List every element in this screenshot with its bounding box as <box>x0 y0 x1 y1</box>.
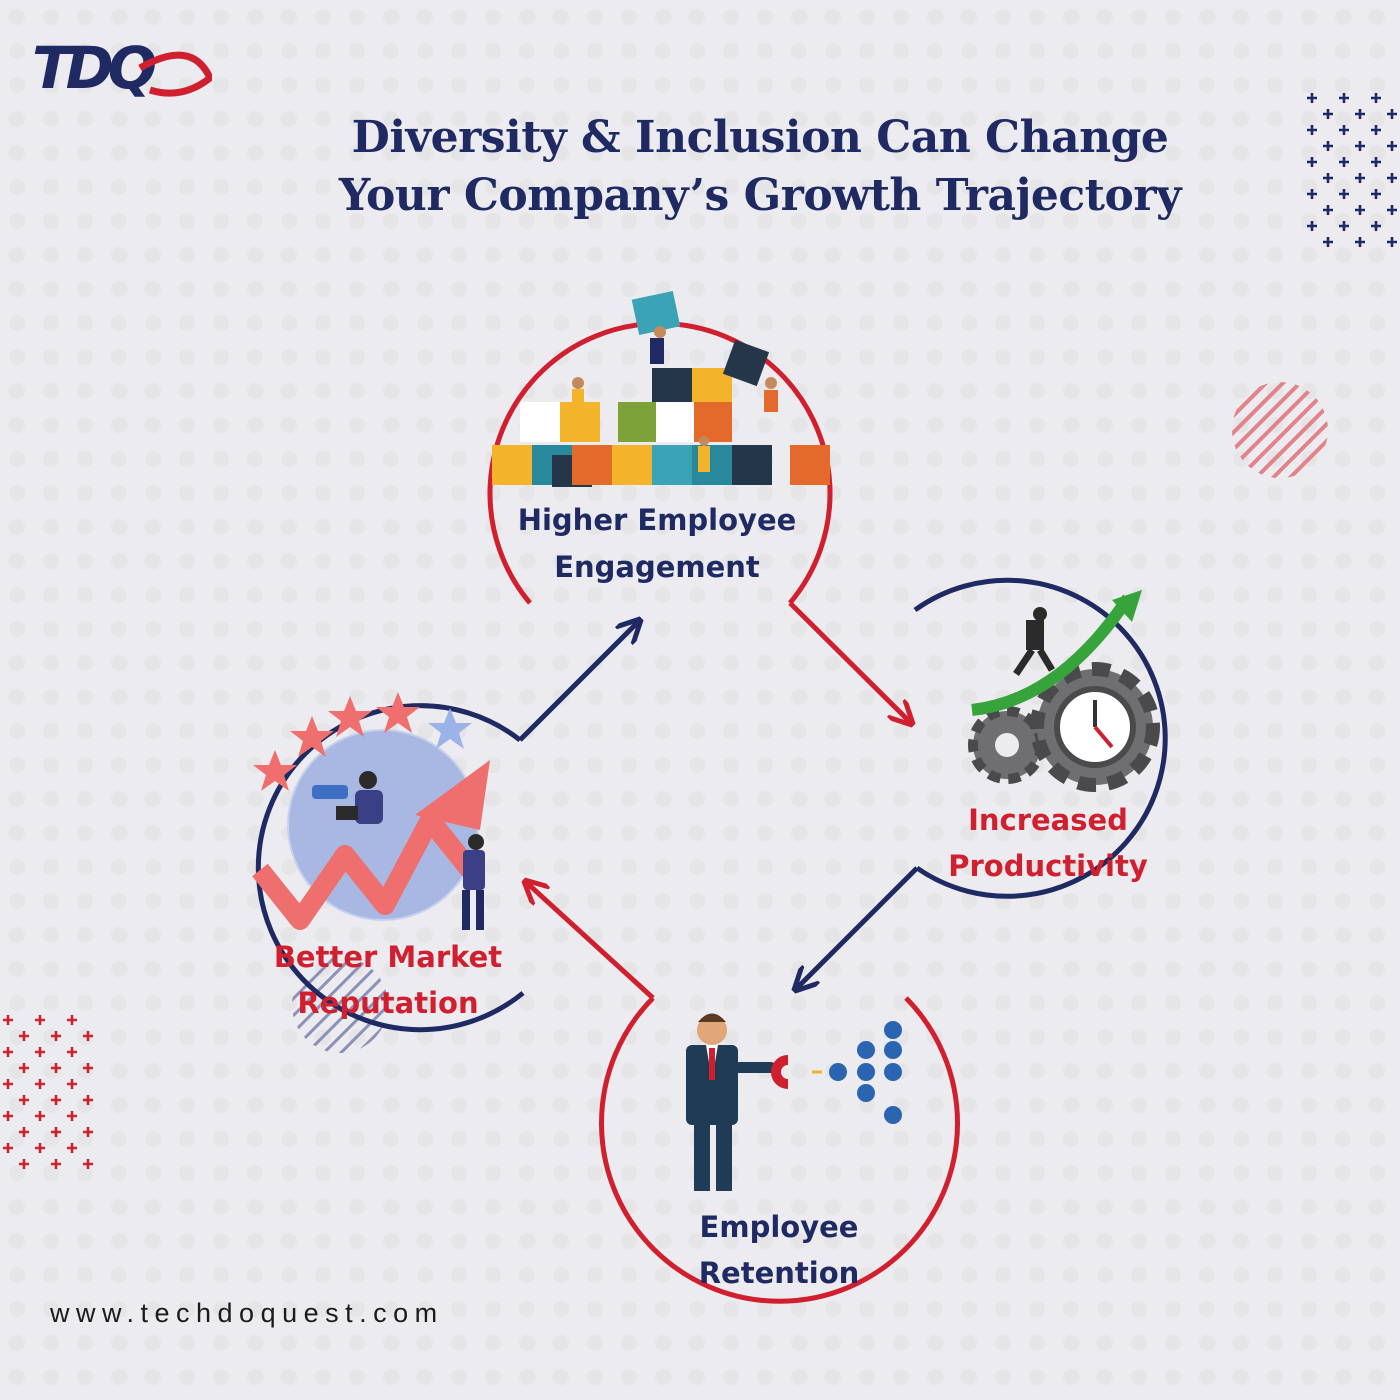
plus-sign-icon <box>1387 173 1397 183</box>
magnet-people-icon <box>686 1013 902 1191</box>
label-retention-line1: Employee <box>700 1210 859 1244</box>
label-reputation-line1: Better Market <box>274 940 502 974</box>
plus-sign-icon <box>1371 93 1381 103</box>
plus-sign-icon <box>51 1031 61 1041</box>
person-badge-icons <box>829 1021 902 1124</box>
plus-sign-icon <box>51 1127 61 1137</box>
star-rating-growth-icon <box>252 692 490 930</box>
plus-sign-icon <box>1323 141 1333 151</box>
plus-sign-icon <box>3 1015 13 1025</box>
plus-sign-icon <box>67 1111 77 1121</box>
title-line-2: Your Company’s Growth Trajectory <box>338 170 1182 221</box>
plus-sign-icon <box>1339 221 1349 231</box>
arrow-reputation-to-engagement <box>518 622 638 742</box>
cycle-node-retention: Employee Retention <box>599 996 960 1304</box>
plus-grid-decoration <box>3 1015 93 1169</box>
plus-sign-icon <box>1371 189 1381 199</box>
plus-sign-icon <box>19 1031 29 1041</box>
plus-sign-icon <box>83 1063 93 1073</box>
plus-sign-icon <box>1371 221 1381 231</box>
plus-sign-icon <box>1323 173 1333 183</box>
website-url: www.techdoquest.com <box>50 1298 444 1328</box>
plus-sign-icon <box>1387 205 1397 215</box>
plus-sign-icon <box>1355 237 1365 247</box>
plus-sign-icon <box>1387 109 1397 119</box>
plus-sign-icon <box>51 1063 61 1073</box>
plus-sign-icon <box>67 1047 77 1057</box>
plus-sign-icon <box>1371 125 1381 135</box>
plus-sign-icon <box>1307 125 1317 135</box>
title-line-1: Diversity & Inclusion Can Change <box>351 112 1169 163</box>
plus-sign-icon <box>1371 157 1381 167</box>
node-ring <box>599 996 960 1304</box>
plus-sign-icon <box>83 1031 93 1041</box>
plus-sign-icon <box>1339 157 1349 167</box>
node-ring <box>913 577 1168 899</box>
plus-sign-icon <box>35 1047 45 1057</box>
logo-swoosh-icon <box>138 51 212 97</box>
plus-sign-icon <box>1307 189 1317 199</box>
gears-growth-icon <box>968 590 1160 792</box>
plus-sign-icon <box>83 1095 93 1105</box>
plus-sign-icon <box>67 1079 77 1089</box>
plus-sign-icon <box>1355 173 1365 183</box>
label-productivity-line1: Increased <box>968 803 1128 837</box>
plus-sign-icon <box>1387 237 1397 247</box>
plus-sign-icon <box>3 1079 13 1089</box>
plus-sign-icon <box>35 1111 45 1121</box>
cycle-node-productivity: Increased Productivity <box>913 577 1168 899</box>
puzzle-teamwork-icon <box>492 291 830 487</box>
plus-sign-icon <box>3 1111 13 1121</box>
plus-sign-icon <box>1339 125 1349 135</box>
plus-sign-icon <box>3 1143 13 1153</box>
cycle-node-reputation: Better Market Reputation <box>252 692 525 1033</box>
plus-sign-icon <box>67 1015 77 1025</box>
plus-sign-icon <box>83 1159 93 1169</box>
plus-sign-icon <box>35 1015 45 1025</box>
plus-sign-icon <box>35 1143 45 1153</box>
arrow-productivity-to-retention <box>797 866 919 988</box>
plus-sign-icon <box>1355 205 1365 215</box>
plus-sign-icon <box>51 1095 61 1105</box>
plus-sign-icon <box>19 1063 29 1073</box>
label-engagement-line2: Engagement <box>554 550 760 584</box>
label-retention-line2: Retention <box>699 1256 860 1290</box>
plus-grid-decoration <box>1307 93 1397 247</box>
cycle-node-engagement: Higher Employee Engagement <box>487 291 833 605</box>
plus-sign-icon <box>1339 93 1349 103</box>
plus-sign-icon <box>3 1047 13 1057</box>
plus-sign-icon <box>19 1127 29 1137</box>
plus-sign-icon <box>1307 157 1317 167</box>
plus-sign-icon <box>83 1127 93 1137</box>
plus-sign-icon <box>1323 237 1333 247</box>
plus-sign-icon <box>19 1095 29 1105</box>
label-reputation-line2: Reputation <box>297 986 478 1020</box>
plus-sign-icon <box>1323 205 1333 215</box>
node-ring <box>255 703 525 1033</box>
plus-sign-icon <box>51 1159 61 1169</box>
plus-sign-icon <box>1307 221 1317 231</box>
plus-sign-icon <box>35 1079 45 1089</box>
label-engagement-line1: Higher Employee <box>518 503 797 537</box>
plus-sign-icon <box>1355 141 1365 151</box>
arrow-engagement-to-productivity <box>788 601 910 722</box>
plus-sign-icon <box>1339 189 1349 199</box>
label-productivity-line2: Productivity <box>948 849 1148 883</box>
plus-sign-icon <box>1387 141 1397 151</box>
arrow-retention-to-reputation <box>527 883 655 1000</box>
plus-sign-icon <box>1307 93 1317 103</box>
plus-sign-icon <box>1323 109 1333 119</box>
striped-circle-decoration <box>1232 382 1328 478</box>
plus-sign-icon <box>67 1143 77 1153</box>
striped-circle-decoration <box>292 957 388 1053</box>
plus-sign-icon <box>1355 109 1365 119</box>
logo: TDQ <box>32 38 212 98</box>
plus-sign-icon <box>19 1159 29 1169</box>
